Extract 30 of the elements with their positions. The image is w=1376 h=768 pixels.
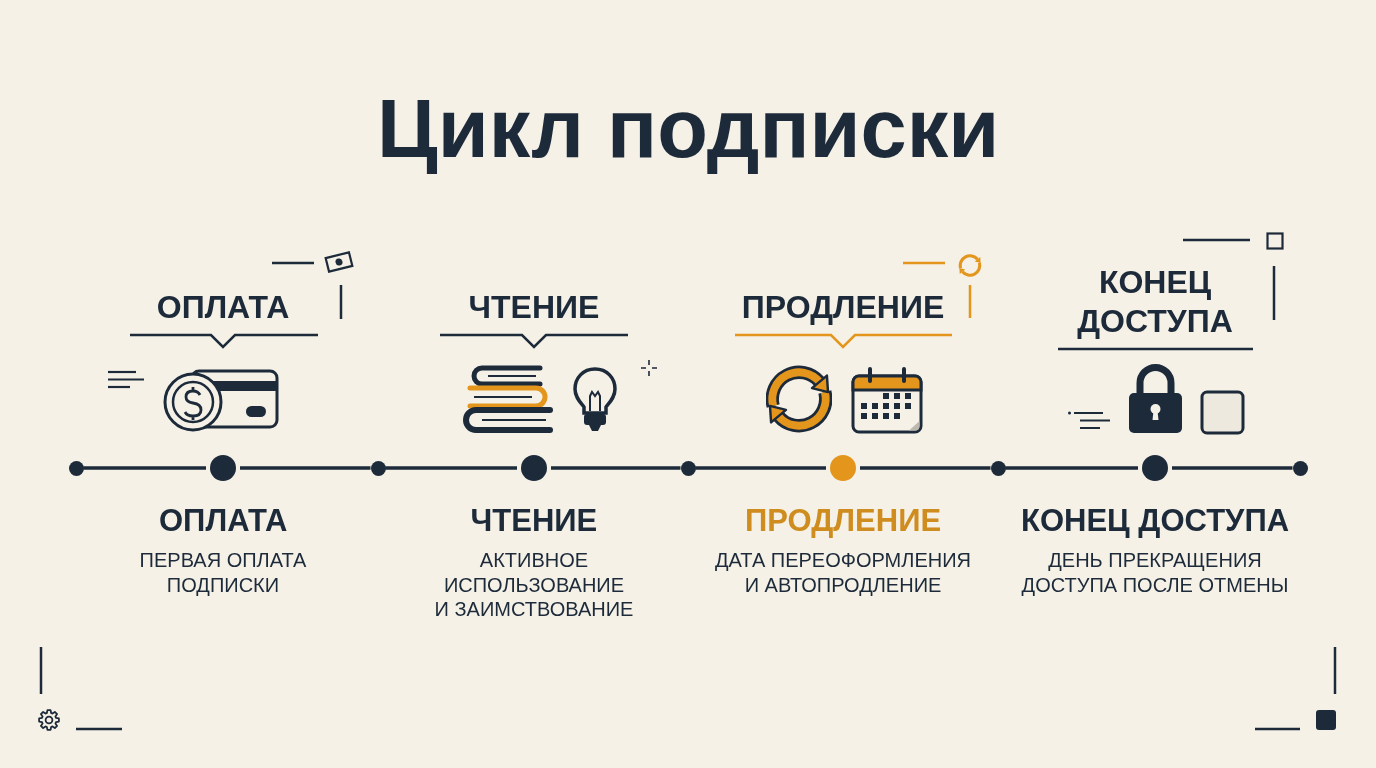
timeline-line [83, 466, 206, 470]
timeline-dot [1292, 460, 1308, 476]
stage-description: АКТИВНОЕ ИСПОЛЬЗОВАНИЕ И ЗАИМСТВОВАНИЕ [433, 548, 635, 622]
timeline-line [1172, 466, 1293, 470]
stage-title: ЧТЕНИЕ [470, 503, 598, 539]
timeline-line [551, 466, 681, 470]
timeline-line [1005, 466, 1138, 470]
stage-title: ОПЛАТА [159, 503, 288, 539]
timeline-line [385, 466, 517, 470]
stage-description: ПЕРВАЯ ОПЛАТА ПОДПИСКИ [138, 548, 308, 597]
stage-heading: КОНЕЦ ДОСТУПА [1076, 263, 1234, 341]
timeline-line [860, 466, 991, 470]
timeline-dot [370, 460, 386, 476]
milestone-dot [521, 455, 547, 481]
timeline-dot [68, 460, 84, 476]
timeline-line [240, 466, 371, 470]
timeline-dot [680, 460, 696, 476]
stage-description: ДЕНЬ ПРЕКРАЩЕНИЯ ДОСТУПА ПОСЛЕ ОТМЕНЫ [1020, 548, 1290, 597]
page-title: Цикл подписки [377, 81, 1000, 177]
timeline-line [695, 466, 826, 470]
milestone-dot [1142, 455, 1168, 481]
stage-heading: ОПЛАТА [155, 288, 291, 327]
milestone-dot [830, 455, 856, 481]
stage-description: ДАТА ПЕРЕОФОРМЛЕНИЯ И АВТОПРОДЛЕНИЕ [714, 548, 972, 597]
stage-heading: ЧТЕНИЕ [467, 288, 601, 327]
timeline-dot [990, 460, 1006, 476]
stage-title: КОНЕЦ ДОСТУПА [1021, 503, 1290, 539]
stage-title: ПРОДЛЕНИЕ [745, 503, 942, 539]
milestone-dot [210, 455, 236, 481]
stage-heading: ПРОДЛЕНИЕ [740, 288, 946, 327]
